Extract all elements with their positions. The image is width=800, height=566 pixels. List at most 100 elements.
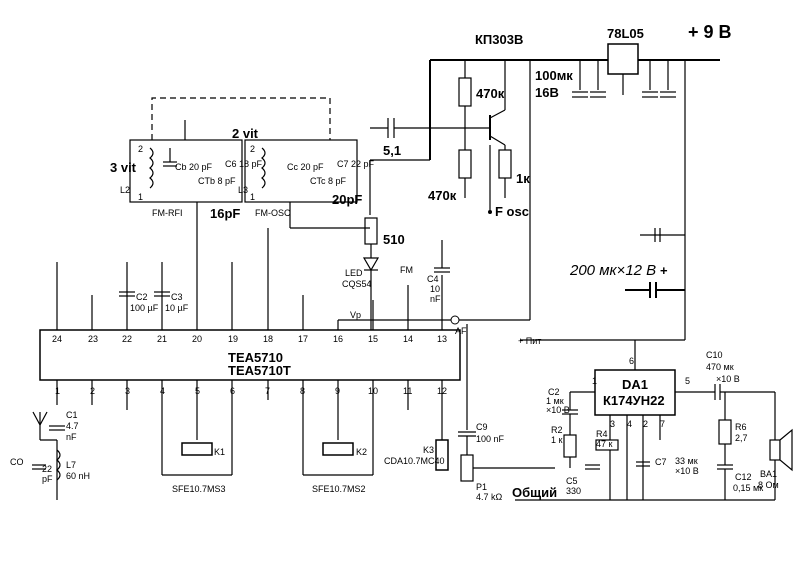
k1-label: K1 <box>214 447 225 457</box>
ground-label: Общий <box>512 485 557 500</box>
r2-value: 1 к <box>551 435 563 445</box>
c1-value: 4.7 <box>66 421 79 431</box>
c9-label: C9 <box>476 422 488 432</box>
led-icon <box>362 257 380 272</box>
svg-text:13: 13 <box>437 334 447 344</box>
antenna-input: C1 4.7 nF L7 60 nH CO 22 pF <box>10 410 90 500</box>
fosc-label: F osc <box>495 204 529 219</box>
c10-unit: ×10 В <box>716 374 740 384</box>
c5-label: C5 <box>566 476 578 486</box>
amp-c2-value: 1 мк <box>546 396 564 406</box>
r6-label: R6 <box>735 422 747 432</box>
big-cap-label: 200 мк×12 В <box>569 262 656 279</box>
c12-value: 0,15 мк <box>733 483 763 493</box>
svg-text:23: 23 <box>88 334 98 344</box>
svg-text:18: 18 <box>263 334 273 344</box>
k3-label: K3 <box>423 445 434 455</box>
resistor-r4 <box>595 439 619 451</box>
c3-value: 10 µF <box>165 303 189 313</box>
c0-value: 22 <box>42 464 52 474</box>
p1-value: 4.7 kΩ <box>476 492 503 502</box>
resistor-470k-upper <box>458 77 472 107</box>
svg-text:2: 2 <box>250 144 255 154</box>
c2-label: C2 <box>136 292 148 302</box>
volume-section: C9 100 nF P1 4.7 kΩ <box>458 324 555 502</box>
audio-amplifier: DA1 К174УН22 6 1 5 3 4 2 7 C2 1 мк ×10 В… <box>546 340 793 500</box>
regulator-78l05 <box>607 43 639 75</box>
osc-extra-cap: 20pF <box>332 192 362 207</box>
amp-c7-label: C7 <box>655 457 667 467</box>
svg-text:1: 1 <box>250 192 255 202</box>
c9-value: 100 nF <box>476 434 505 444</box>
filter-k1 <box>181 442 213 456</box>
ba1-value: 8 Ом <box>758 480 779 490</box>
filter-k2 <box>322 442 354 456</box>
svg-text:7: 7 <box>660 419 665 429</box>
resistor-510 <box>364 217 378 245</box>
r2-label: R2 <box>551 425 563 435</box>
c5-value: 330 <box>566 486 581 496</box>
da1-name: DA1 <box>622 377 648 392</box>
ic1-name2: TEA5710T <box>228 363 291 378</box>
ceramic-filters: K1 SFE10.7MS3 K2 SFE10.7MS2 K3 CDA10.7MC… <box>172 439 449 494</box>
big-cap-section: 200 мк×12 В + + Пит <box>518 228 685 346</box>
svg-text:21: 21 <box>157 334 167 344</box>
c0-unit: pF <box>42 474 53 484</box>
osc-trim: CTc 8 pF <box>310 176 347 186</box>
c1-label: C1 <box>66 410 78 420</box>
amp-c2-unit: ×10 В <box>546 405 570 415</box>
svg-text:19: 19 <box>228 334 238 344</box>
svg-text:5: 5 <box>685 376 690 386</box>
amp-c7-unit: ×10 В <box>675 466 699 476</box>
resistor-r6 <box>718 419 732 445</box>
ic1-top-pins: 24 23 22 21 20 19 18 17 16 15 14 13 <box>52 334 447 344</box>
bulk-cap-voltage: 16В <box>535 85 559 100</box>
fm-osc-label: FM-OSC <box>255 208 291 218</box>
svg-text:20: 20 <box>192 334 202 344</box>
coil-rf: 3 vit 2 1 L2 Cb 20 pF CTb 8 pF C6 18 pF … <box>110 97 331 221</box>
led-label: LED <box>345 268 363 278</box>
c1-unit: nF <box>66 432 77 442</box>
regulator-label: 78L05 <box>607 26 644 41</box>
r6-value: 2,7 <box>735 433 748 443</box>
ic1-bottom-pins: 1 2 3 4 5 6 7 8 9 10 11 12 <box>55 386 447 396</box>
l7-value: 60 nH <box>66 471 90 481</box>
da1-part: К174УН22 <box>603 393 665 408</box>
big-cap-plus: + <box>660 263 668 278</box>
l7-label: L7 <box>66 460 76 470</box>
amp-c7-value: 33 мк <box>675 456 698 466</box>
svg-text:1: 1 <box>592 376 597 386</box>
k2-part: SFE10.7MS2 <box>312 484 366 494</box>
svg-text:4: 4 <box>627 419 632 429</box>
c10-value: 470 мк <box>706 362 734 372</box>
svg-text:15: 15 <box>368 334 378 344</box>
c0-label: CO <box>10 457 24 467</box>
svg-text:22: 22 <box>122 334 132 344</box>
r-source-value: 1к <box>516 171 530 186</box>
potentiometer-p1 <box>460 454 474 482</box>
led-part: CQS54 <box>342 279 372 289</box>
amp-c2-label: C2 <box>548 387 560 397</box>
af-label: AF <box>455 326 467 336</box>
svg-text:14: 14 <box>403 334 413 344</box>
osc-turns-label: 2 vit <box>232 126 259 141</box>
c7-label: C7 22 pF <box>337 159 375 169</box>
r4-value: 47 к <box>596 439 613 449</box>
c10-label: C10 <box>706 350 723 360</box>
svg-text:6: 6 <box>629 356 634 366</box>
l2-label: L2 <box>120 185 130 195</box>
k3-part: CDA10.7MC40 <box>384 456 445 466</box>
fm-rfi-label: FM-RFI <box>152 208 183 218</box>
r-lower-value: 470к <box>428 188 457 203</box>
ba1-label: BA1 <box>760 469 777 479</box>
pit-label: + Пит <box>518 336 541 346</box>
rf-extra-cap: 16pF <box>210 206 240 221</box>
oscillator-stage: КП303В 470к 470к 1к F osc 5,1 510 <box>362 32 530 330</box>
resistor-1k <box>498 149 512 179</box>
rf-cap: Cb 20 pF <box>175 162 213 172</box>
c2-value: 100 µF <box>130 303 159 313</box>
svg-text:1: 1 <box>138 192 143 202</box>
c4-unit: nF <box>430 294 441 304</box>
rf-trim: CTb 8 pF <box>198 176 236 186</box>
